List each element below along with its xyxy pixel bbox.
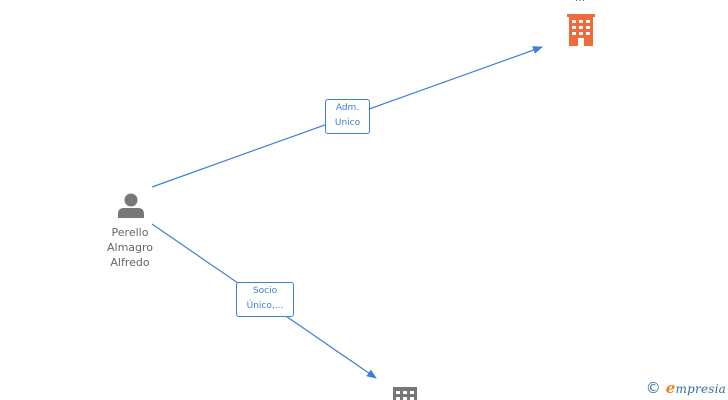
person-name-line: Alfredo bbox=[110, 256, 150, 269]
building-icon[interactable] bbox=[393, 387, 417, 400]
brand-rest: mpresia bbox=[675, 382, 726, 396]
copyright-icon: © bbox=[645, 378, 661, 397]
edge-label-line: Socio bbox=[252, 286, 278, 296]
edge-label-line: Adm. bbox=[335, 103, 360, 113]
edge-label-line: Unico bbox=[334, 118, 361, 128]
empresia-logo: empresia bbox=[666, 379, 726, 397]
edge-label-line: Único,... bbox=[246, 301, 284, 311]
person-name-line: Almagro bbox=[106, 241, 154, 254]
edge-label-adm-unico[interactable]: Adm. Unico bbox=[325, 99, 370, 134]
person-name[interactable]: Perello Almagro Alfredo bbox=[86, 225, 174, 270]
edge-label-socio-unico[interactable]: Socio Único,... bbox=[236, 282, 294, 317]
brand-first-letter: e bbox=[665, 379, 676, 397]
empresia-watermark[interactable]: © empresia bbox=[646, 379, 726, 397]
person-name-line: Perello bbox=[111, 226, 149, 239]
person-icon[interactable] bbox=[118, 193, 144, 219]
top-company-name[interactable]: ... bbox=[540, 0, 620, 4]
building-icon[interactable] bbox=[567, 14, 595, 46]
